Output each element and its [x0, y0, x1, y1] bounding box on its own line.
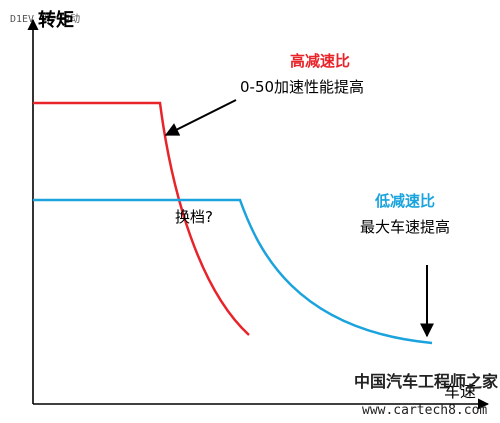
high-ratio-arrow: [164, 99, 237, 136]
low-ratio-curve: [33, 198, 433, 345]
high-ratio-title: 高减速比: [290, 52, 350, 70]
low-ratio-title: 低减速比: [374, 192, 435, 210]
y-axis-label: 转矩: [38, 9, 74, 31]
high-ratio-description: 0-50加速性能提高: [240, 78, 364, 96]
shift-question: 换档?: [175, 208, 213, 226]
high-ratio-curve: [33, 101, 250, 336]
low-ratio-description: 最大车速提高: [360, 218, 450, 236]
site-watermark-url: www.cartech8.com: [362, 403, 487, 418]
x-axis-label: 车速: [444, 382, 476, 401]
site-watermark-name: 中国汽车工程师之家: [354, 372, 499, 391]
